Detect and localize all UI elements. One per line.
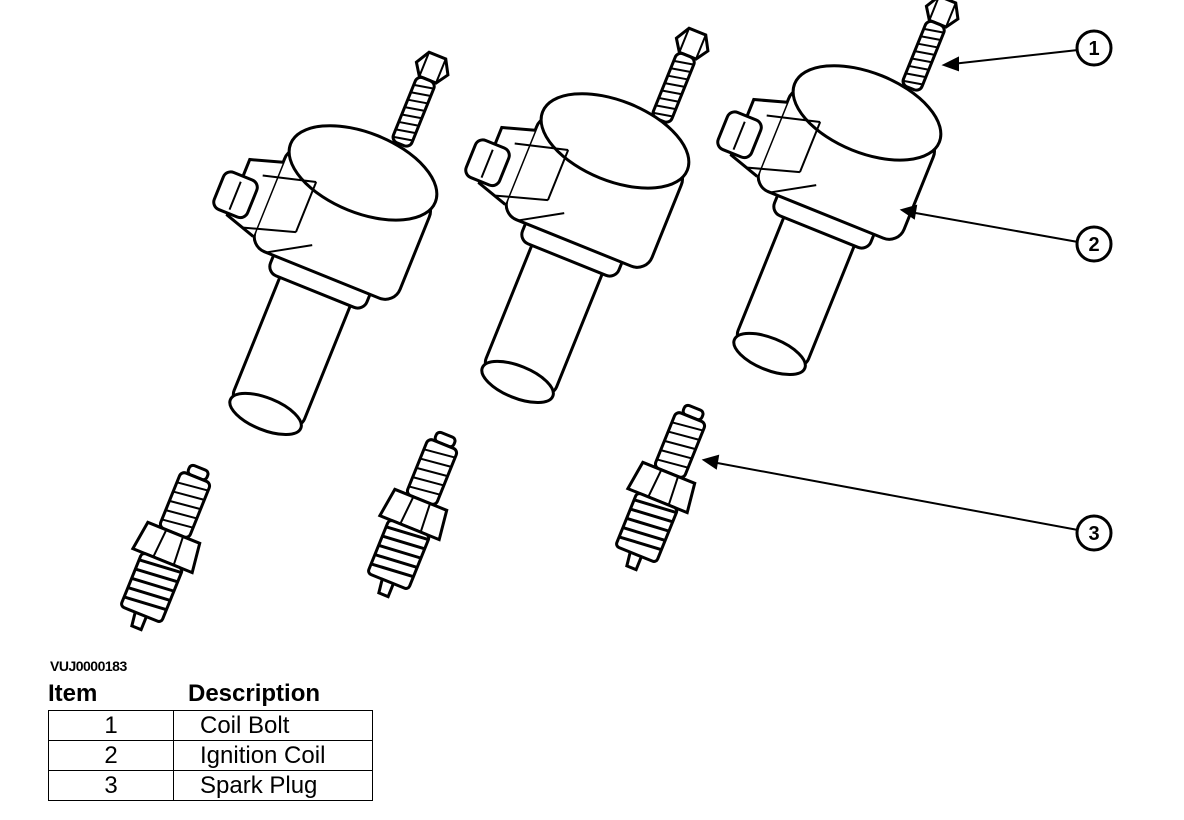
figure-code: VUJ0000183 <box>50 658 127 674</box>
legend-item-number: 3 <box>48 770 174 801</box>
legend-row: 1 Coil Bolt <box>48 710 373 741</box>
spark-plug-right <box>599 394 727 581</box>
legend-row: 2 Ignition Coil <box>48 740 373 771</box>
coil-bolt-middle <box>644 23 715 129</box>
legend-row: 3 Spark Plug <box>48 770 373 801</box>
leader-line-2 <box>909 211 1079 243</box>
legend-table: 1 Coil Bolt 2 Ignition Coil 3 Spark Plug <box>48 710 373 801</box>
leader-line-3 <box>711 461 1079 531</box>
legend-header-description: Description <box>188 680 321 707</box>
callout-label-3: 3 <box>1088 523 1099 545</box>
exploded-diagram: 1 2 3 <box>104 0 1113 640</box>
spark-plug-left <box>104 454 232 640</box>
spark-plug-middle <box>351 421 479 608</box>
callout-3: 3 <box>1075 514 1113 552</box>
callout-label-1: 1 <box>1088 38 1099 60</box>
coil-bolt-right <box>894 0 965 97</box>
legend-header-item: Item <box>48 680 98 707</box>
legend-item-description: Spark Plug <box>173 770 373 801</box>
leader-line-1 <box>951 49 1079 65</box>
callout-1: 1 <box>1075 29 1113 67</box>
legend-item-description: Ignition Coil <box>173 740 373 771</box>
legend-item-description: Coil Bolt <box>173 710 373 741</box>
callout-label-2: 2 <box>1088 234 1099 256</box>
coil-bolt-left <box>384 47 455 153</box>
legend-item-number: 1 <box>48 710 174 741</box>
callout-2: 2 <box>1075 225 1113 263</box>
legend-item-number: 2 <box>48 740 174 771</box>
